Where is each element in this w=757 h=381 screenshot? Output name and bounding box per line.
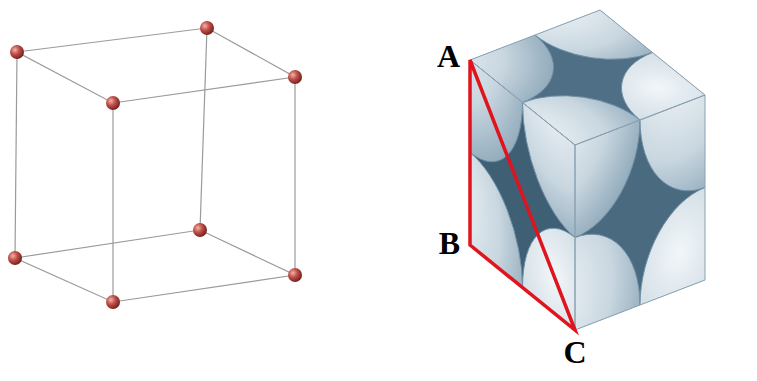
unit-cell-edges	[470, 10, 705, 330]
vertex-label: A	[437, 40, 460, 72]
lattice-atoms	[8, 21, 302, 309]
vertex-label: B	[439, 227, 460, 259]
unit-cell-front-face	[510, 0, 757, 381]
lattice-wireframe	[15, 28, 295, 302]
vertex-label: C	[563, 336, 586, 368]
abc-triangle	[470, 60, 575, 330]
